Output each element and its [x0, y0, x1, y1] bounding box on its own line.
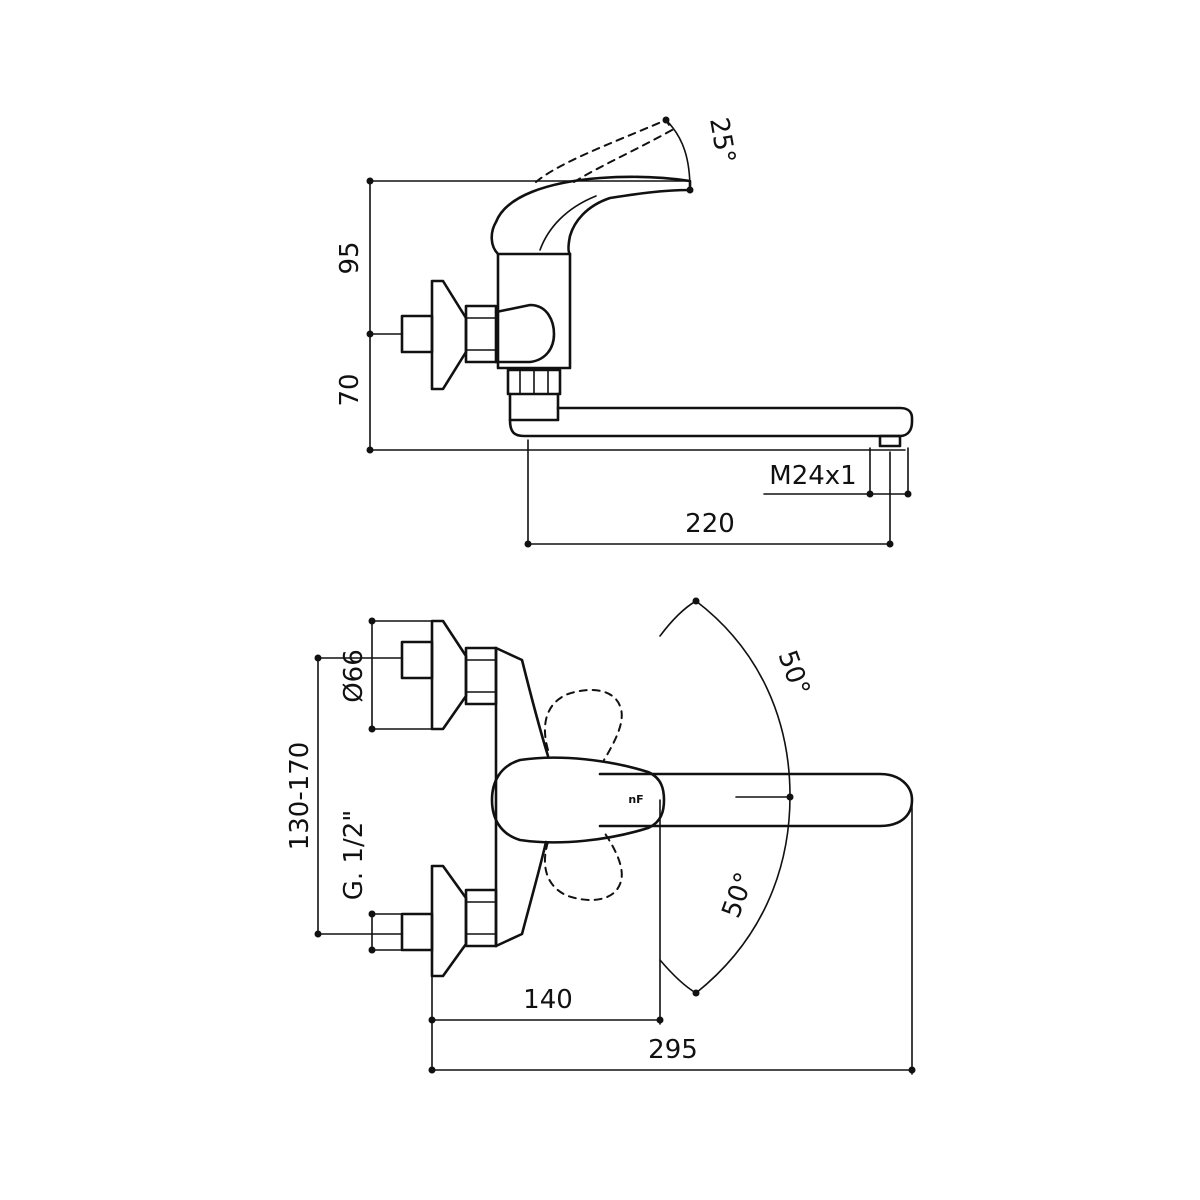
dim-aerator-thread: M24x1: [769, 461, 856, 491]
dim-swivel-angle-top: 50°: [772, 646, 816, 700]
dim-swivel-angle-bottom: 50°: [717, 868, 761, 922]
side-view: 95 70 25° M24x1 220: [335, 115, 914, 548]
top-view-mixer: nF: [400, 619, 914, 978]
dim-flange-diameter: Ø66: [339, 649, 369, 703]
dim-height-upper: 95: [335, 241, 365, 274]
top-view-dimension-lines: [314, 597, 916, 1075]
side-view-mixer: [400, 118, 914, 448]
dim-inlet-thread: G. 1/2": [339, 810, 369, 900]
dim-overall-length: 295: [648, 1035, 698, 1065]
side-view-dimension-lines: [366, 116, 912, 548]
top-view: nF: [285, 597, 916, 1075]
dim-centres-range: 130-170: [285, 742, 315, 851]
handle-logo: nF: [628, 793, 643, 806]
dim-lever-angle: 25°: [703, 115, 741, 166]
dim-height-lower: 70: [335, 373, 365, 406]
dim-body-depth: 140: [523, 985, 573, 1015]
dim-spout-reach: 220: [685, 509, 735, 539]
